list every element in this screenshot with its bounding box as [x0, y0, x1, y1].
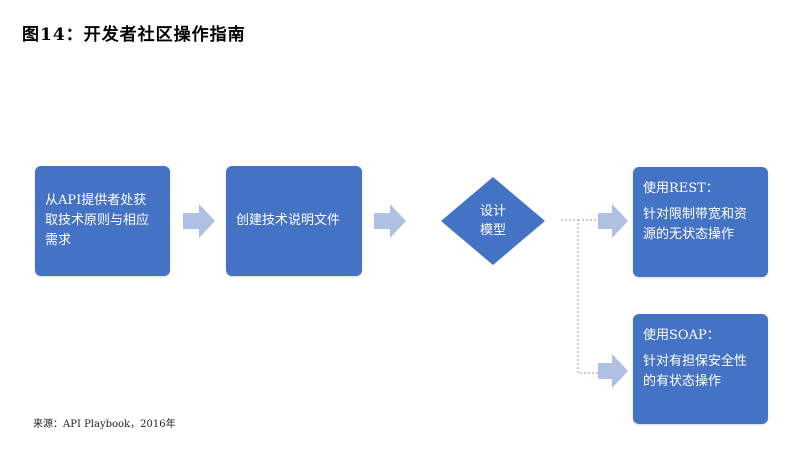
figure-title: 图14：开发者社区操作指南 — [22, 25, 246, 45]
source-note: 来源：API Playbook，2016年 — [33, 419, 176, 430]
soap-line-2: 的有状态操作 — [643, 374, 722, 389]
step1-line-1: 从API提供者处获 — [45, 193, 147, 208]
diamond-shape — [441, 177, 545, 265]
arrow-right-icon — [183, 204, 215, 238]
rest-heading: 使用REST： — [643, 181, 719, 196]
arrow-right-icon — [598, 354, 628, 388]
rest-line-2: 源的无状态操作 — [643, 227, 735, 242]
decision-line-2: 模型 — [479, 223, 506, 238]
decision-text: 设计 模型 — [439, 175, 547, 267]
decision-line-1: 设计 — [479, 204, 506, 219]
soap-heading: 使用SOAP： — [643, 328, 720, 343]
soap-line-1: 针对有担保安全性 — [643, 354, 748, 369]
option-soap-box: 使用SOAP： 针对有担保安全性 的有状态操作 — [633, 314, 768, 424]
step1-line-2: 取技术原则与相应 — [45, 213, 150, 228]
step-get-requirements-text: 从API提供者处获 取技术原则与相应 需求 — [45, 191, 149, 251]
step1-line-3: 需求 — [45, 233, 72, 248]
arrow-right-icon — [374, 204, 406, 238]
decision-design-model: 设计 模型 — [439, 175, 547, 267]
step-create-spec-box: 创建技术说明文件 — [226, 166, 362, 276]
option-rest-box: 使用REST： 针对限制带宽和资 源的无状态操作 — [633, 167, 768, 277]
step2-text: 创建技术说明文件 — [236, 213, 341, 228]
rest-line-1: 针对限制带宽和资 — [643, 207, 748, 222]
arrow-right-icon — [598, 204, 628, 238]
step-get-requirements-box: 从API提供者处获 取技术原则与相应 需求 — [35, 166, 170, 276]
